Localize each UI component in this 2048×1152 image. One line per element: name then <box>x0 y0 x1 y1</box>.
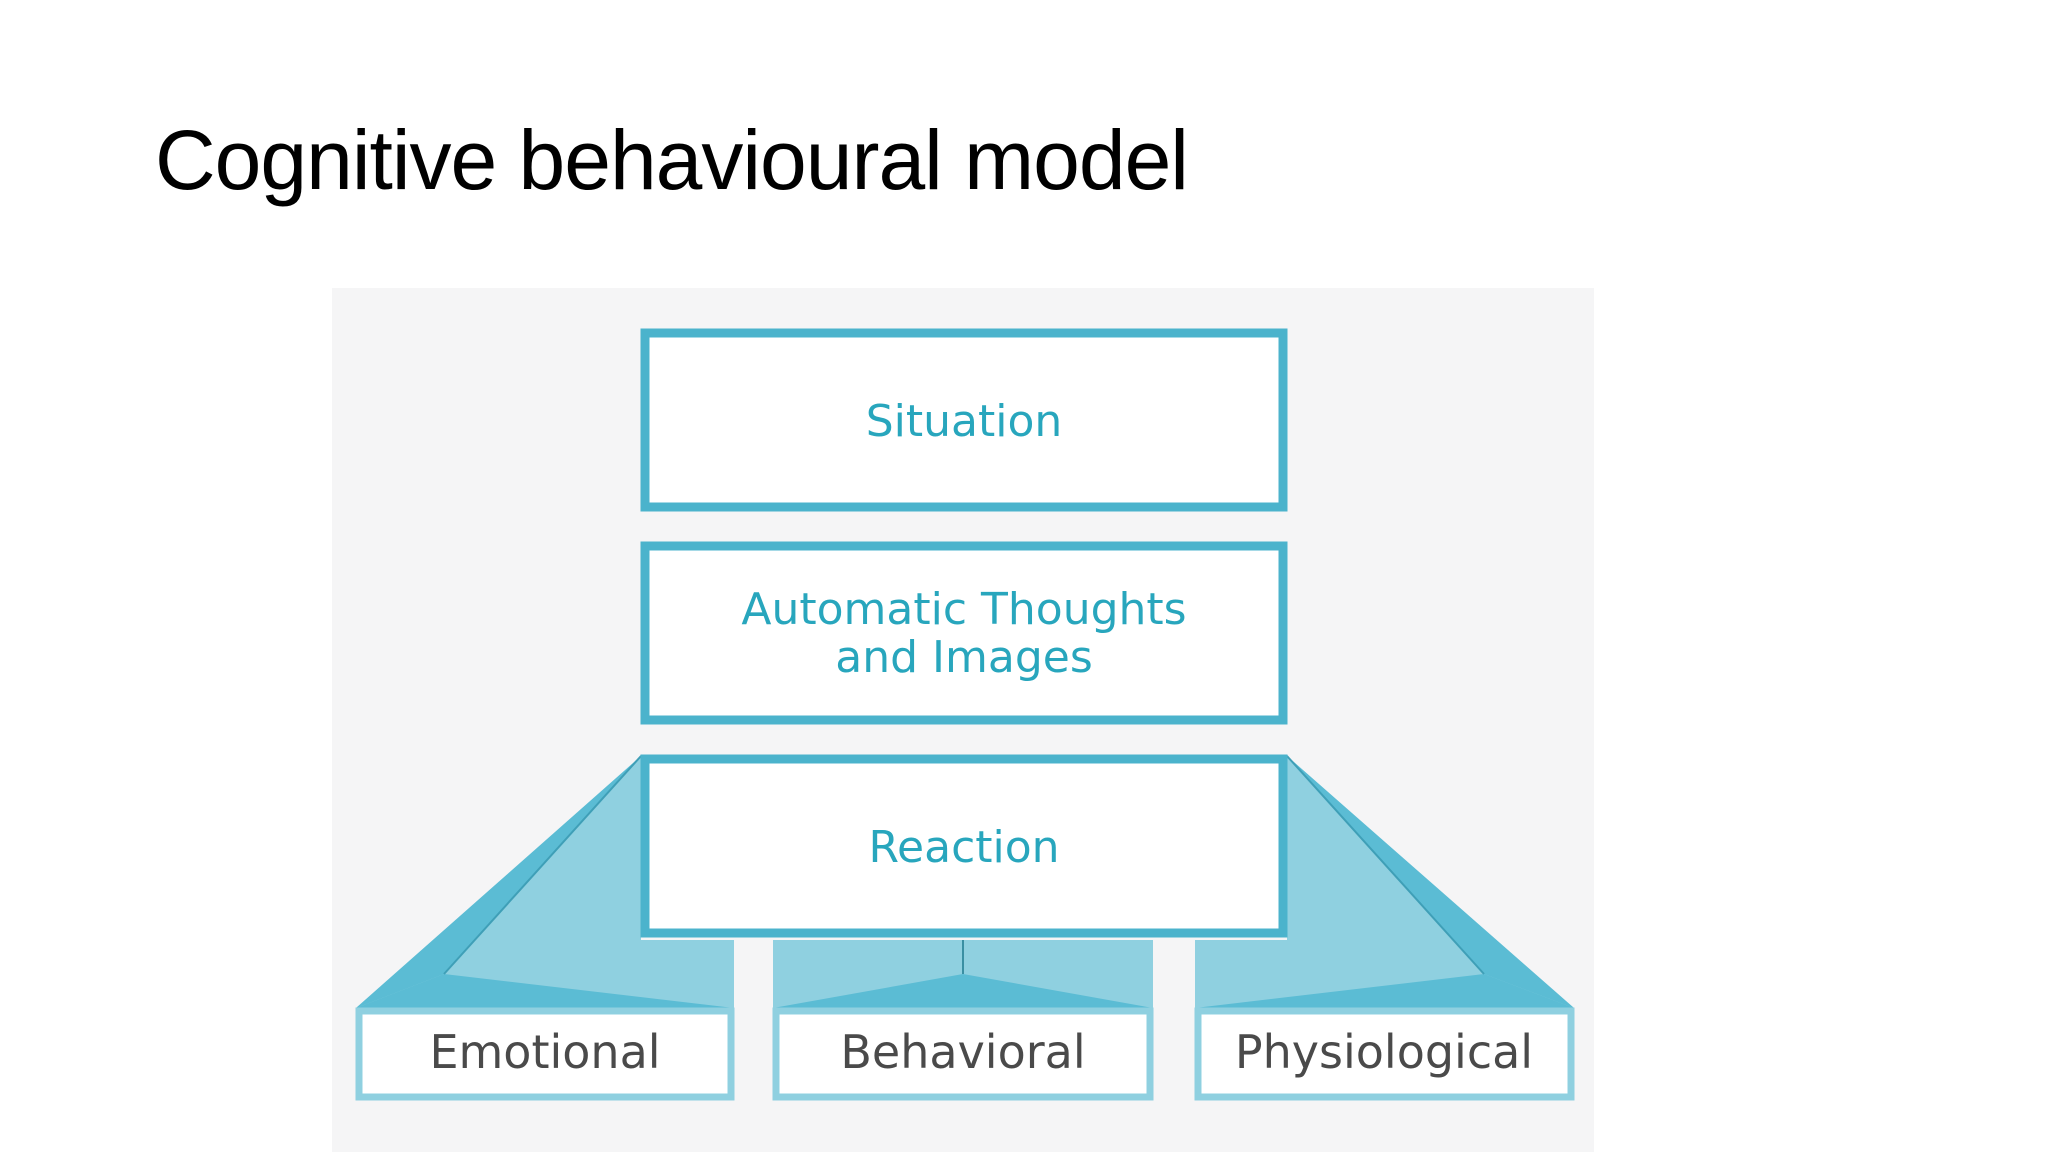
reaction-label: Reaction <box>868 822 1059 873</box>
connectors <box>356 755 1574 1008</box>
connector-left-dark <box>356 756 641 1008</box>
physiological-label: Physiological <box>1235 1025 1533 1079</box>
diagram-panel: Situation Automatic Thoughts and Images … <box>332 288 1594 1152</box>
situation-box: Situation <box>640 328 1288 512</box>
emotional-label: Emotional <box>429 1025 660 1079</box>
slide-title: Cognitive behavioural model <box>155 113 1189 207</box>
behavioral-box: Behavioral <box>772 1007 1154 1101</box>
connector-left-base <box>356 974 734 1008</box>
situation-label: Situation <box>866 396 1063 447</box>
connector-middle-dark <box>773 974 1153 1008</box>
emotional-box: Emotional <box>355 1007 735 1101</box>
connector-right-base <box>1195 974 1574 1008</box>
thoughts-label-line1: Automatic Thoughts <box>741 584 1186 635</box>
thoughts-box: Automatic Thoughts and Images <box>640 541 1288 725</box>
physiological-box: Physiological <box>1194 1007 1575 1101</box>
thoughts-label-line2: and Images <box>835 632 1093 683</box>
connector-right-edge <box>1286 755 1485 975</box>
reaction-box: Reaction <box>640 754 1288 938</box>
cbt-diagram: Situation Automatic Thoughts and Images … <box>355 328 1575 1101</box>
connector-left-edge <box>443 755 642 975</box>
behavioral-label: Behavioral <box>840 1025 1085 1079</box>
connector-right-dark <box>1287 756 1574 1008</box>
